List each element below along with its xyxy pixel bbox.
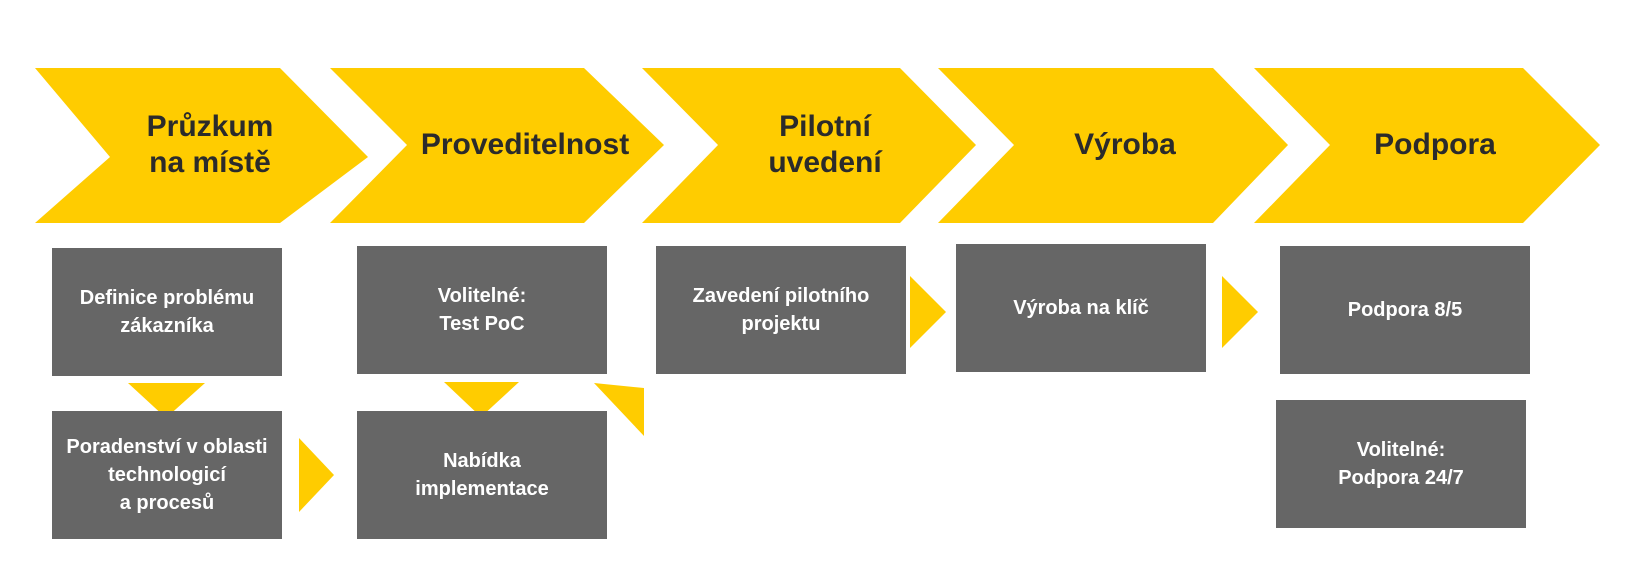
arrow-down-icon — [444, 382, 519, 417]
box-volitelne-podpora-24-7: Volitelné:Podpora 24/7 — [1276, 400, 1526, 528]
box-podpora-8-5: Podpora 8/5 — [1280, 246, 1530, 374]
stage-chevron-pilotni — [642, 68, 976, 223]
stage-label-vyroba: Výroba — [1074, 128, 1176, 161]
arrow-diagonal-icon — [594, 383, 644, 436]
stage-label-podpora: Podpora — [1374, 128, 1496, 161]
stage-chevron-proveditelnost — [330, 68, 664, 223]
box-volitelne-test-poc: Volitelné:Test PoC — [357, 246, 607, 374]
arrow-down-icon — [128, 383, 205, 418]
arrow-right-icon — [1222, 276, 1258, 348]
stage-label-proveditelnost: Proveditelnost — [420, 128, 630, 161]
stage-chevron-pruzkum — [35, 68, 368, 223]
stage-chevron-vyroba — [938, 68, 1288, 223]
box-vyroba-na-klic: Výroba na klíč — [956, 244, 1206, 372]
arrow-right-icon — [299, 438, 334, 512]
stage-chevron-podpora — [1254, 68, 1600, 223]
arrow-right-icon — [910, 276, 946, 348]
